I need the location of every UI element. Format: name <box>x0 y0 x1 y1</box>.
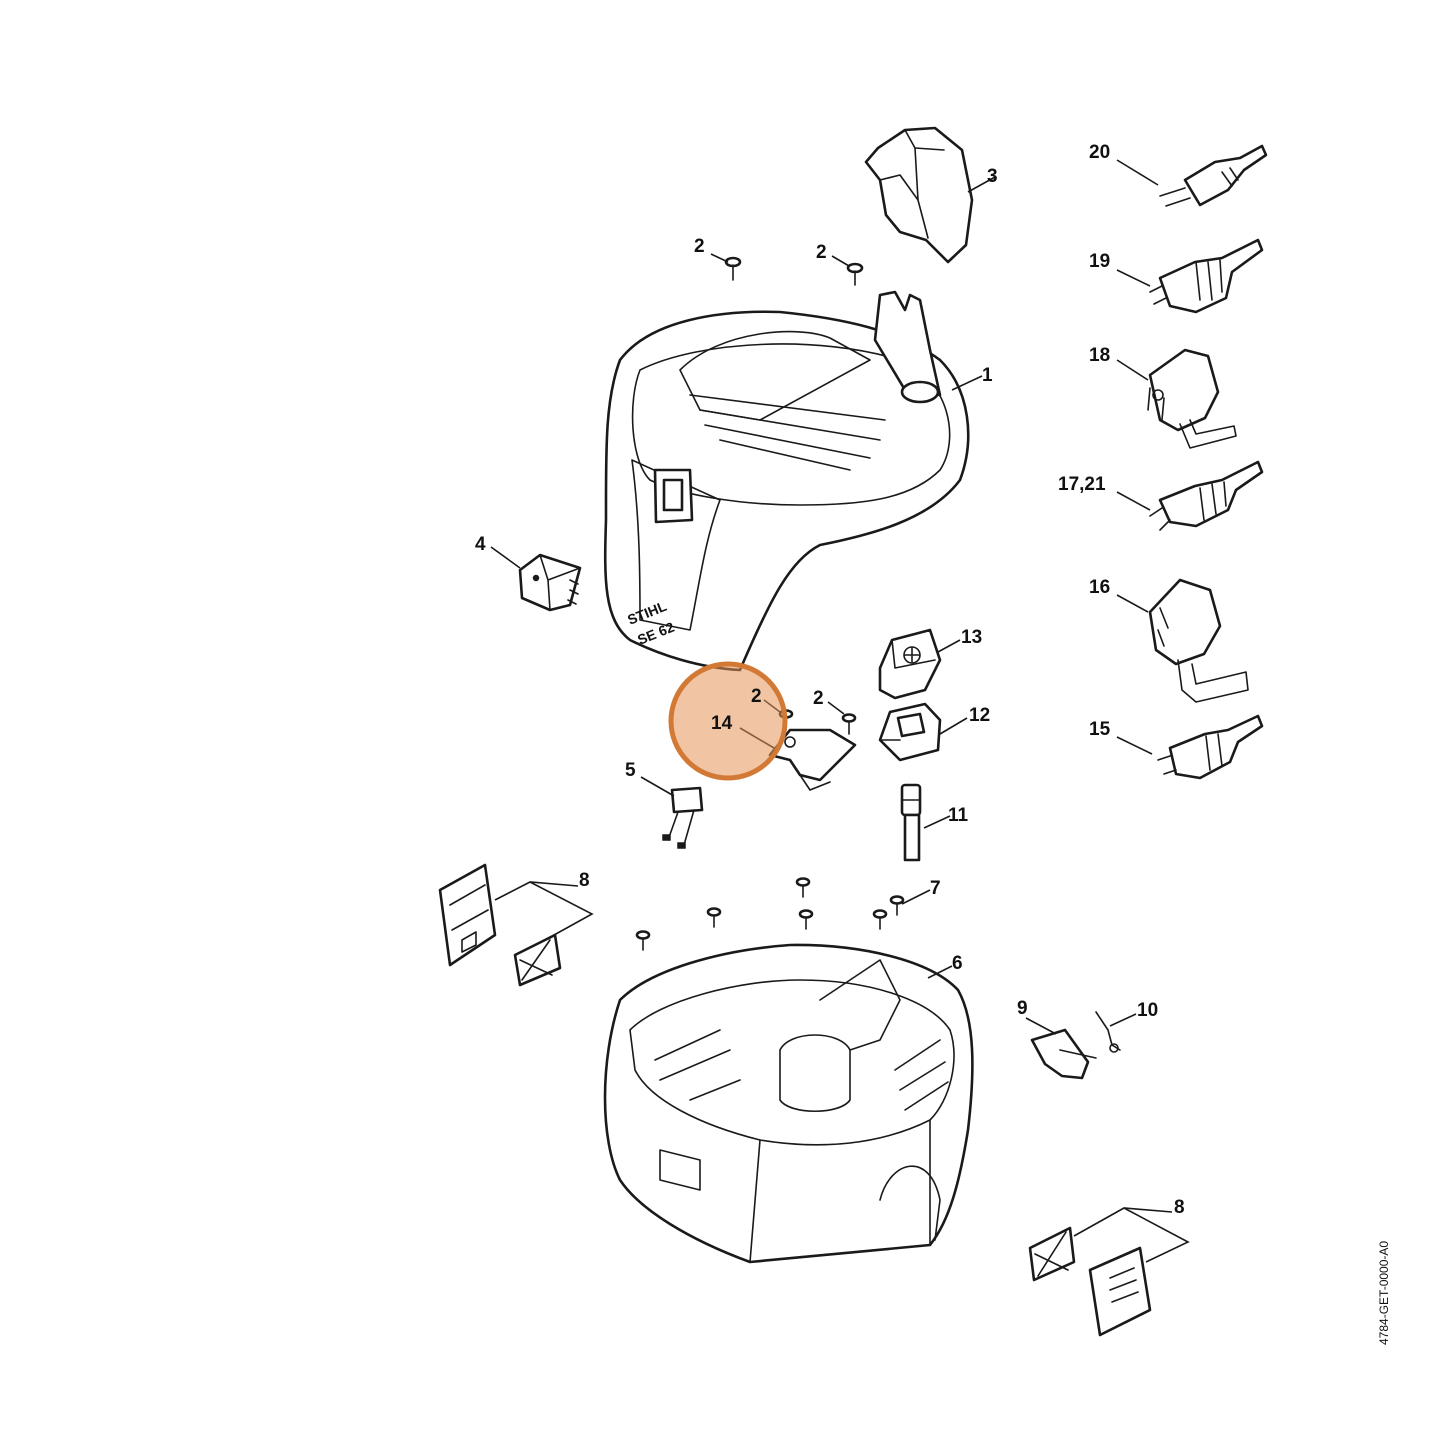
part-9-flap[interactable] <box>1030 1028 1097 1080</box>
label-part-3[interactable]: 3 <box>987 166 998 187</box>
label-part-4[interactable]: 4 <box>475 534 486 555</box>
label-part-14[interactable]: 14 <box>711 713 733 734</box>
part-10-spring[interactable] <box>1095 1011 1121 1053</box>
part-17-21-plug[interactable] <box>1149 460 1264 531</box>
label-part-2-a[interactable]: 2 <box>694 236 705 257</box>
label-part-15[interactable]: 15 <box>1089 719 1111 740</box>
part-14-bracket[interactable] <box>768 728 857 791</box>
part-1-housing-top[interactable]: STIHL SE 62 <box>603 290 970 672</box>
highlight-marker[interactable] <box>668 661 788 781</box>
part-2-screw-top-right[interactable] <box>846 262 864 286</box>
label-part-18[interactable]: 18 <box>1089 345 1110 366</box>
label-part-8-b[interactable]: 8 <box>1174 1197 1185 1218</box>
part-12-holder[interactable] <box>878 702 942 762</box>
document-id: 4784-GET-0000-A0 <box>1377 1241 1391 1345</box>
label-part-5[interactable]: 5 <box>625 760 636 781</box>
label-part-19[interactable]: 19 <box>1089 251 1110 272</box>
label-part-16[interactable]: 16 <box>1089 577 1110 598</box>
part-8-filter-upper[interactable] <box>438 863 562 987</box>
label-part-7[interactable]: 7 <box>930 878 941 899</box>
label-part-10[interactable]: 10 <box>1137 1000 1158 1021</box>
part-13-cover[interactable] <box>878 628 942 700</box>
label-part-20[interactable]: 20 <box>1089 142 1110 163</box>
label-part-11[interactable]: 11 <box>948 805 969 826</box>
part-3-cable-hook[interactable] <box>864 126 974 264</box>
part-4-switch[interactable] <box>518 553 582 612</box>
part-2-screw-top-left[interactable] <box>724 256 742 281</box>
label-part-8-a[interactable]: 8 <box>579 870 590 891</box>
label-part-17-21[interactable]: 17,21 <box>1058 474 1106 495</box>
part-7-screws[interactable] <box>635 877 905 951</box>
label-part-6[interactable]: 6 <box>952 953 963 974</box>
part-8-filter-lower[interactable] <box>1028 1226 1152 1337</box>
part-11-pin[interactable] <box>900 783 922 862</box>
label-part-2-b[interactable]: 2 <box>816 242 827 263</box>
part-6-base-housing[interactable] <box>603 943 974 1264</box>
part-5-capacitor[interactable] <box>662 786 704 849</box>
label-part-13[interactable]: 13 <box>961 627 982 648</box>
part-18-plug[interactable] <box>1147 348 1237 449</box>
label-part-2-c[interactable]: 2 <box>751 686 762 707</box>
label-part-1[interactable]: 1 <box>982 365 993 386</box>
part-2-screw-mid-right[interactable] <box>841 713 857 735</box>
label-part-9[interactable]: 9 <box>1017 998 1028 1019</box>
part-15-plug[interactable] <box>1157 714 1264 780</box>
callout-labels: 3 20 19 18 17,21 16 15 2 2 1 4 13 12 11 … <box>475 142 1185 1218</box>
part-16-plug[interactable] <box>1148 578 1249 703</box>
part-20-plug[interactable] <box>1159 144 1268 207</box>
part-19-plug[interactable] <box>1149 238 1264 314</box>
label-part-2-d[interactable]: 2 <box>813 688 824 709</box>
label-part-12[interactable]: 12 <box>969 705 990 726</box>
